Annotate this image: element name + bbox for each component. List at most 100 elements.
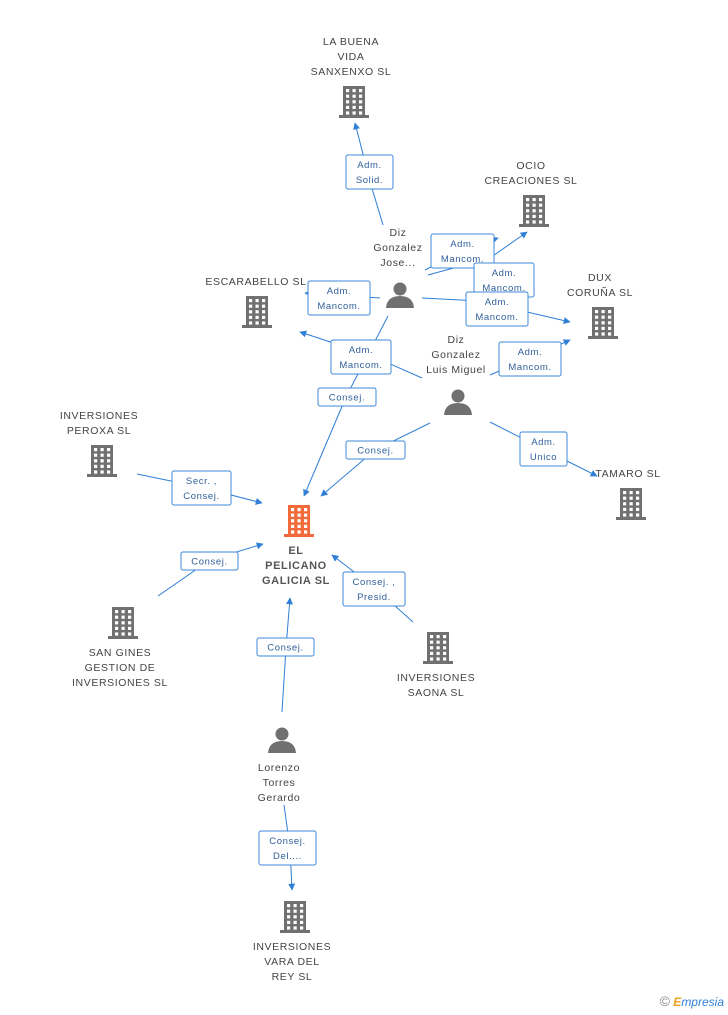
node-label: GESTION DE bbox=[85, 662, 156, 674]
company-node-sangines[interactable]: SAN GINES GESTION DE INVERSIONES SL bbox=[72, 607, 168, 689]
relation-label-text: Consej. bbox=[183, 491, 219, 502]
relation-label-box bbox=[465, 291, 529, 327]
relation-label[interactable]: Consej. bbox=[317, 387, 377, 407]
node-label: Torres bbox=[263, 777, 296, 789]
relation-label-text: Unico bbox=[530, 452, 557, 463]
node-label: DUX bbox=[588, 272, 612, 284]
relation-label-text: Mancom. bbox=[441, 254, 484, 265]
node-label: LA BUENA bbox=[323, 36, 379, 48]
company-node-escarabello[interactable]: ESCARABELLO SL bbox=[205, 276, 306, 328]
company-node-pelicano[interactable]: EL PELICANO GALICIA SL bbox=[262, 505, 330, 587]
node-label: TAMARO SL bbox=[595, 468, 660, 480]
relation-label-text: Adm. bbox=[492, 268, 517, 279]
node-label: INVERSIONES SL bbox=[72, 677, 168, 689]
node-label: INVERSIONES bbox=[60, 410, 138, 422]
relation-label-text: Adm. bbox=[531, 437, 556, 448]
person-icon bbox=[444, 389, 472, 415]
logo-rest: mpresia bbox=[681, 995, 724, 1009]
relation-label-box bbox=[256, 637, 315, 657]
company-node-dux[interactable]: DUX CORUÑA SL bbox=[567, 272, 633, 339]
node-label: Lorenzo bbox=[258, 762, 300, 774]
node-label: Diz bbox=[448, 334, 465, 346]
relation-label[interactable]: Adm. Unico bbox=[519, 431, 568, 467]
relation-label[interactable]: Adm. Solid. bbox=[345, 154, 394, 190]
relation-label-text: Consej. bbox=[267, 643, 303, 654]
building-icon bbox=[87, 445, 117, 477]
relation-label[interactable]: Adm. Mancom. bbox=[498, 341, 562, 377]
relation-label-text: Adm. bbox=[518, 347, 543, 358]
relation-label-box bbox=[345, 440, 406, 460]
relation-label-text: Adm. bbox=[485, 297, 510, 308]
node-label: INVERSIONES bbox=[397, 672, 475, 684]
node-label: Luis Miguel bbox=[426, 364, 486, 376]
relation-label[interactable]: Secr. , Consej. bbox=[171, 470, 232, 506]
empresia-logo: © Empresia bbox=[660, 993, 724, 1009]
relation-label-text: Adm. bbox=[450, 239, 475, 250]
node-label: OCIO bbox=[516, 160, 545, 172]
relation-label[interactable]: Consej. , Presid. bbox=[342, 571, 406, 607]
node-label: REY SL bbox=[272, 971, 313, 983]
relation-label-text: Del.... bbox=[273, 851, 302, 862]
building-icon bbox=[242, 296, 272, 328]
relation-label-text: Consej. bbox=[191, 557, 227, 568]
relation-label[interactable]: Adm. Mancom. bbox=[330, 339, 392, 375]
relation-label-box bbox=[342, 571, 406, 607]
relation-label-text: Adm. bbox=[357, 160, 382, 171]
relation-label-text: Mancom. bbox=[508, 362, 551, 373]
relation-label[interactable]: Consej. bbox=[345, 440, 406, 460]
relation-label-box bbox=[330, 339, 392, 375]
person-icon bbox=[268, 727, 296, 753]
relation-label-text: Consej. bbox=[269, 836, 305, 847]
node-label: INVERSIONES bbox=[253, 941, 331, 953]
relation-label-box bbox=[317, 387, 377, 407]
building-icon bbox=[616, 488, 646, 520]
relation-label[interactable]: Consej. Del.... bbox=[258, 830, 317, 866]
relation-label-box bbox=[345, 154, 394, 190]
node-label: SAONA SL bbox=[408, 687, 465, 699]
node-label: VIDA bbox=[338, 51, 365, 63]
relation-label-box bbox=[430, 233, 495, 269]
building-icon bbox=[280, 901, 310, 933]
node-label: EL bbox=[288, 545, 303, 557]
relation-label-text: Secr. , bbox=[186, 476, 217, 487]
node-label: CORUÑA SL bbox=[567, 286, 633, 299]
relation-label-text: Consej. bbox=[357, 446, 393, 457]
relation-label-box bbox=[307, 280, 371, 316]
relation-label-text: Mancom. bbox=[339, 360, 382, 371]
relation-label-text: Consej. , bbox=[353, 577, 396, 588]
relation-label[interactable]: Consej. bbox=[180, 551, 239, 571]
relation-label-text: Adm. bbox=[349, 345, 374, 356]
relation-label[interactable]: Adm. Mancom. bbox=[430, 233, 495, 269]
relation-label-box bbox=[519, 431, 568, 467]
node-label: SAN GINES bbox=[89, 647, 152, 659]
relation-label[interactable]: Adm. Mancom. bbox=[465, 291, 529, 327]
node-label: ESCARABELLO SL bbox=[205, 276, 306, 288]
node-label: PELICANO bbox=[265, 560, 327, 572]
company-node-tamaro[interactable]: TAMARO SL bbox=[595, 468, 660, 520]
person-node-jose[interactable]: DizGonzalezJose... bbox=[373, 227, 422, 308]
relation-label-text: Mancom. bbox=[475, 312, 518, 323]
company-node-buena[interactable]: LA BUENA VIDA SANXENXO SL bbox=[311, 36, 392, 118]
person-icon bbox=[386, 282, 414, 308]
building-icon bbox=[284, 505, 314, 537]
relation-label[interactable]: Adm.Mancom. bbox=[307, 280, 371, 316]
node-label: Jose... bbox=[380, 257, 415, 269]
building-icon bbox=[519, 195, 549, 227]
logo-initial: E bbox=[673, 995, 682, 1009]
node-label: Gonzalez bbox=[373, 242, 422, 254]
relation-label-text: Presid. bbox=[357, 592, 391, 603]
node-label: SANXENXO SL bbox=[311, 66, 392, 78]
relation-label-text: Consej. bbox=[329, 393, 365, 404]
company-node-saona[interactable]: INVERSIONES SAONA SL bbox=[397, 632, 475, 699]
relation-label-text: Mancom. bbox=[317, 301, 360, 312]
relation-label[interactable]: Consej. bbox=[256, 637, 315, 657]
node-label: GALICIA SL bbox=[262, 575, 330, 587]
relation-label-text: Solid. bbox=[356, 175, 383, 186]
node-label: Gerardo bbox=[258, 792, 301, 804]
